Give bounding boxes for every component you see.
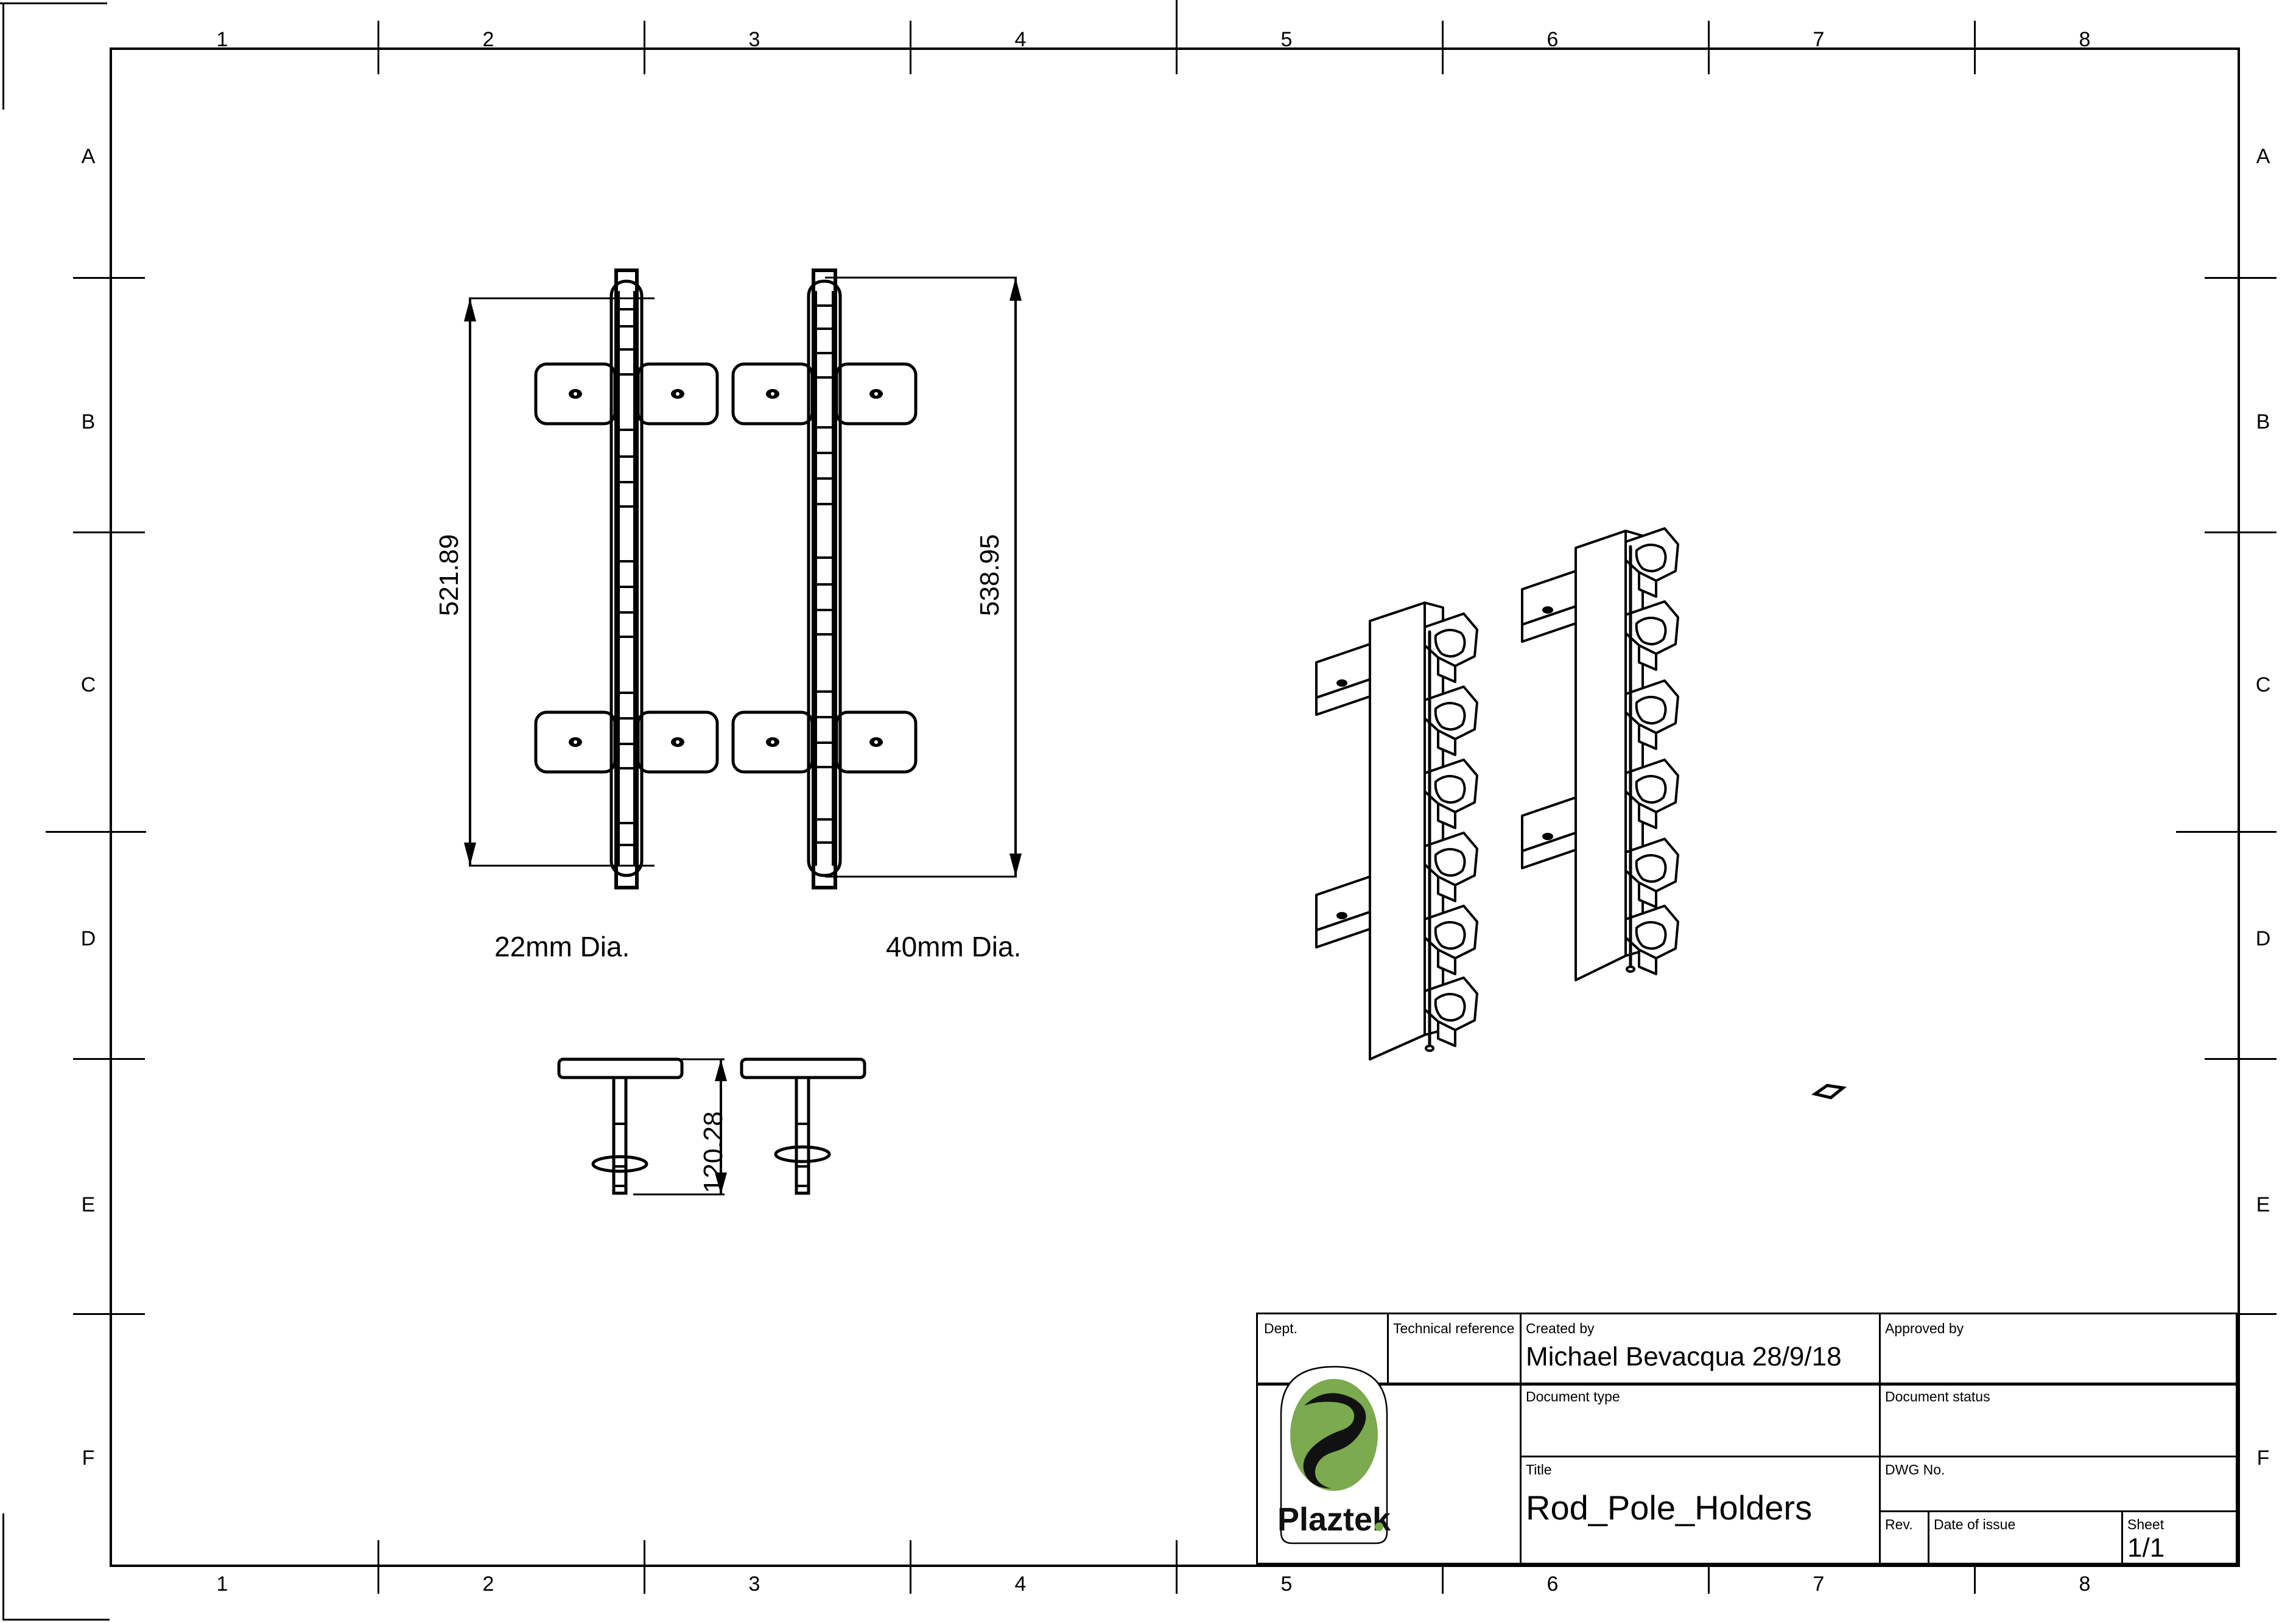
zone-tick-right-bc [2205,531,2277,533]
label-sheet: Sheet [2127,1516,2164,1532]
tb-rule-row2 [1520,1456,2236,1457]
tb-rule-col-approved [1879,1314,1881,1566]
zone-label-top-8: 8 [2079,28,2091,51]
zone-tick-top-2 [644,21,645,74]
zone-label-right-d: D [2255,927,2271,950]
right-elevation-view [731,268,1022,889]
zone-label-right-e: E [2256,1193,2270,1216]
zone-tick-top-3 [910,21,911,74]
left-elevation-view [464,268,719,889]
dimension-538: 538.95 [975,534,1005,616]
zone-tick-top-6 [1708,21,1710,74]
zone-label-bottom-8: 8 [2079,1572,2091,1596]
zone-label-left-d: D [80,927,96,950]
zone-label-right-f: F [2256,1446,2270,1470]
zone-label-right-c: C [2255,673,2271,696]
zone-label-left-e: E [81,1193,96,1216]
zone-tick-left-de [73,1058,145,1060]
zone-tick-right-ef [2205,1313,2277,1315]
zone-label-top-2: 2 [482,28,494,51]
plan-detail-views [557,1057,866,1196]
trim-mark-bottom-left-h [2,1619,110,1621]
zone-tick-left-bc [73,531,145,533]
zone-label-bottom-5: 5 [1280,1572,1293,1596]
spacer-part-icon [1811,1084,1847,1099]
tb-rule-row1 [1258,1383,2236,1386]
tb-rule-col-sheet [2121,1510,2123,1566]
zone-tick-top-1 [377,21,379,74]
label-title: Title [1526,1462,1552,1478]
trim-mark-top-left-v [2,2,4,110]
zone-tick-bottom-2 [644,1540,645,1594]
isometric-view [1315,527,1679,1060]
zone-tick-bottom-3 [910,1540,911,1594]
zone-label-bottom-6: 6 [1546,1572,1559,1596]
label-document-status: Document status [1885,1389,1990,1404]
zone-label-top-5: 5 [1280,28,1293,51]
zone-tick-left-ef [73,1313,145,1315]
label-date-of-issue: Date of issue [1934,1516,2016,1532]
zone-tick-top-5 [1442,21,1444,74]
label-document-type: Document type [1526,1389,1620,1404]
caption-40mm: 40mm Dia. [886,931,1022,962]
zone-label-bottom-3: 3 [748,1572,760,1596]
zone-tick-left-cd [46,831,146,833]
plaztek-wordmark: Plaztek [1277,1501,1391,1538]
zone-tick-bottom-7 [1974,1540,1976,1594]
title-block: Dept. Technical reference Created by Mic… [1256,1313,2238,1566]
dimension-120: 120.28 [698,1111,728,1193]
tb-rule-rev [1879,1510,2236,1512]
zone-label-bottom-1: 1 [216,1572,228,1596]
value-title[interactable]: Rod_Pole_Holders [1526,1488,1813,1527]
zone-tick-right-de [2205,1058,2277,1060]
label-technical-reference: Technical reference [1393,1320,1515,1336]
label-created-by: Created by [1526,1320,1595,1336]
tb-rule-col-rev [1928,1510,1929,1566]
zone-label-top-7: 7 [1813,28,1825,51]
zone-label-top-3: 3 [748,28,760,51]
caption-22mm: 22mm Dia. [494,931,630,962]
zone-tick-top-7 [1974,21,1976,74]
dimension-521: 521.89 [434,534,464,616]
zone-label-right-a: A [2256,145,2270,168]
zone-label-left-b: B [81,410,96,433]
label-approved-by: Approved by [1885,1320,1964,1336]
tb-rule-col-dept [1387,1314,1389,1383]
zone-tick-right-ab [2205,277,2277,279]
zone-tick-bottom-6 [1708,1540,1710,1594]
zone-label-bottom-7: 7 [1813,1572,1825,1596]
label-dwg-no: DWG No. [1885,1462,1945,1478]
zone-label-left-c: C [80,673,96,696]
zone-label-bottom-2: 2 [482,1572,494,1596]
tb-rule-col-created [1520,1314,1522,1566]
label-dept: Dept. [1264,1320,1297,1336]
trim-mark-top-left-h [0,2,107,4]
zone-tick-bottom-1 [377,1540,379,1594]
zone-label-right-b: B [2256,410,2270,433]
zone-tick-bottom-4 [1176,1540,1178,1594]
zone-label-top-4: 4 [1014,28,1027,51]
value-sheet[interactable]: 1/1 [2127,1533,2165,1563]
zone-label-left-a: A [81,145,96,168]
zone-label-top-1: 1 [216,28,228,51]
zone-tick-bottom-5 [1442,1540,1444,1594]
zone-tick-top-4 [1176,0,1178,74]
plaztek-logo: Plaztek [1270,1358,1398,1552]
value-created-by[interactable]: Michael Bevacqua 28/9/18 [1526,1342,1842,1372]
zone-label-bottom-4: 4 [1014,1572,1027,1596]
zone-tick-right-cd [2176,831,2277,833]
trim-mark-bottom-left-v [2,1513,4,1621]
label-rev: Rev. [1885,1516,1913,1532]
zone-tick-left-ab [73,277,145,279]
zone-label-left-f: F [82,1446,95,1470]
zone-label-top-6: 6 [1546,28,1559,51]
